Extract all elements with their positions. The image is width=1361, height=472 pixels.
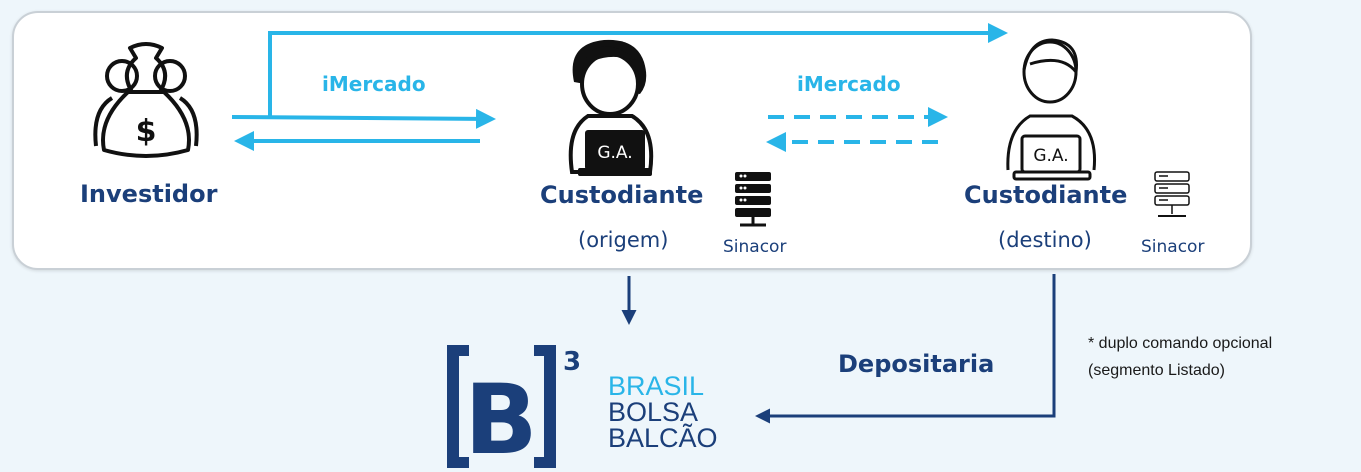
custodiante-origem-sublabel: (origem) [578,228,669,252]
server-outline-icon [1154,171,1190,217]
b3-logo-letter: B [464,364,537,472]
imercado-label-2: iMercado [797,72,901,96]
depositaria-label: Depositaria [838,350,995,378]
arrow-destino-to-b3 [755,274,1056,424]
person-laptop-icon [568,39,654,176]
person-laptop-outline-icon [1006,38,1097,181]
b3-brasil-text: BRASIL [608,371,705,401]
custodiante-destino-label: Custodiante [964,181,1128,209]
footnote-line-1: * duplo comando opcional [1088,335,1273,352]
server-icon [735,172,771,227]
investor-money-bag-icon [93,42,199,158]
imercado-label-1: iMercado [322,72,426,96]
custodiante-destino-sublabel: (destino) [998,228,1092,252]
screen-text-origem: G.A. [597,143,632,163]
sinacor-origem-label: Sinacor [723,237,787,257]
b3-balcao-text: BALCÃO [608,423,718,453]
b3-logo-superscript: 3 [563,347,581,377]
footnote-line-2: (segmento Listado) [1088,362,1225,379]
sinacor-destino-label: Sinacor [1141,237,1205,257]
investidor-label: Investidor [80,180,218,208]
arrow-investor-to-origem [231,108,496,129]
b3-bolsa-text: BOLSA [608,397,699,427]
dollar-sign-icon: $ [136,114,157,149]
custodiante-origem-label: Custodiante [540,181,704,209]
b3-logo-brackets [447,345,556,468]
arrow-investor-to-destino [268,23,1008,117]
screen-text-destino: G.A. [1033,146,1068,166]
